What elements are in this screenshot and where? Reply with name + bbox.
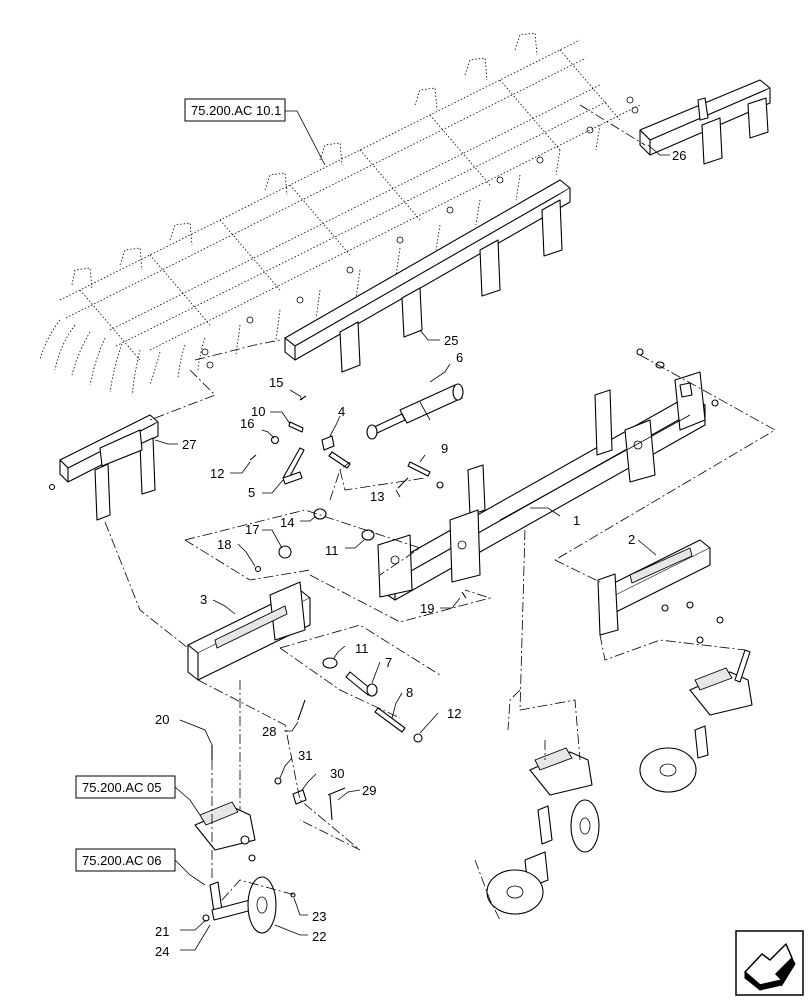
right-coulter-assembly-a bbox=[486, 747, 600, 915]
right-coulter-assembly-b bbox=[639, 601, 753, 793]
shank-gang-assembly bbox=[39, 32, 641, 396]
part-1-main-frame bbox=[377, 371, 706, 601]
callout-8: 8 bbox=[406, 685, 413, 700]
callout-19: 19 bbox=[420, 601, 434, 616]
callout-28: 28 bbox=[262, 724, 276, 739]
part-26-frame bbox=[639, 79, 771, 165]
reference-box-mid[interactable]: 75.200.AC 05 bbox=[75, 775, 176, 799]
reference-label-low: 75.200.AC 06 bbox=[82, 853, 162, 868]
left-coulter-assembly bbox=[194, 801, 296, 934]
reference-box-low[interactable]: 75.200.AC 06 bbox=[75, 848, 176, 872]
return-arrow-icon[interactable] bbox=[735, 930, 804, 996]
callout-30: 30 bbox=[330, 766, 344, 781]
hardware-parts bbox=[48, 348, 719, 821]
reference-label-mid: 75.200.AC 05 bbox=[82, 780, 162, 795]
callout-25: 25 bbox=[444, 333, 458, 348]
callout-18: 18 bbox=[217, 537, 231, 552]
callout-17: 17 bbox=[245, 522, 259, 537]
reference-box-top[interactable]: 75.200.AC 10.1 bbox=[184, 98, 286, 122]
part-27-frame bbox=[59, 414, 159, 521]
callout-12-lower: 12 bbox=[447, 706, 461, 721]
callout-7: 7 bbox=[385, 655, 392, 670]
callout-29: 29 bbox=[362, 783, 376, 798]
callout-10: 10 bbox=[251, 404, 265, 419]
callout-4: 4 bbox=[338, 404, 345, 419]
callout-2: 2 bbox=[628, 532, 635, 547]
callout-20: 20 bbox=[155, 712, 169, 727]
callout-1: 1 bbox=[573, 513, 580, 528]
callout-6: 6 bbox=[456, 350, 463, 365]
callout-9: 9 bbox=[441, 441, 448, 456]
assembly-lines bbox=[104, 104, 776, 921]
callout-22: 22 bbox=[312, 929, 326, 944]
callout-15: 15 bbox=[269, 375, 283, 390]
callout-31: 31 bbox=[298, 748, 312, 763]
callout-labels: 1 2 3 4 5 6 7 8 9 10 11 11 12 12 13 14 1… bbox=[155, 148, 686, 959]
callout-13: 13 bbox=[370, 489, 384, 504]
leader-lines bbox=[154, 110, 670, 951]
callout-24: 24 bbox=[155, 944, 169, 959]
callout-26: 26 bbox=[672, 148, 686, 163]
callout-5: 5 bbox=[248, 485, 255, 500]
part-6-cylinder bbox=[366, 383, 464, 440]
callout-11-upper: 11 bbox=[325, 543, 339, 558]
part-2-wing-frame bbox=[597, 539, 711, 636]
callout-16: 16 bbox=[240, 416, 254, 431]
part-25-beam bbox=[284, 179, 571, 373]
callout-3: 3 bbox=[200, 592, 207, 607]
callout-11-lower: 11 bbox=[355, 641, 369, 656]
part-3-wing-frame bbox=[187, 581, 311, 681]
callout-14: 14 bbox=[280, 515, 294, 530]
callout-27: 27 bbox=[182, 437, 196, 452]
reference-label-top: 75.200.AC 10.1 bbox=[191, 103, 281, 118]
callout-12-upper: 12 bbox=[210, 466, 224, 481]
callout-21: 21 bbox=[155, 924, 169, 939]
callout-23: 23 bbox=[312, 909, 326, 924]
